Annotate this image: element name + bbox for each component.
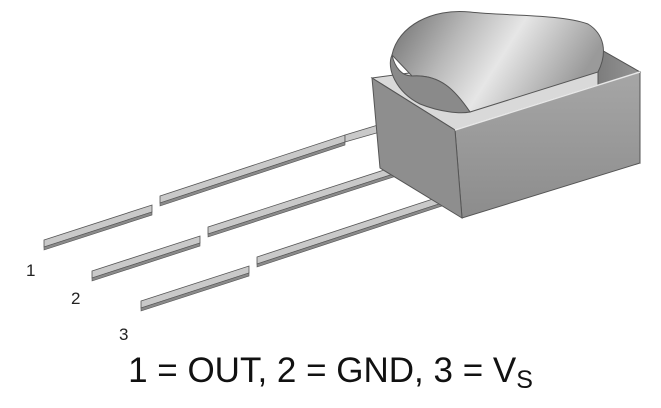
caption-pin-1: 1 = OUT [128,351,258,390]
pinout-caption: 1 = OUT, 2 = GND, 3 = VS [0,351,661,394]
lead-pin-1 [43,124,381,251]
lens-dome [389,10,604,114]
caption-pin-2: 2 = GND [276,351,415,390]
pin-number-2: 2 [71,289,80,308]
caption-separator: , [414,351,434,390]
pin-number-1: 1 [26,261,35,280]
lead-pin-2 [91,149,451,282]
caption-pin-3: 3 = V [433,351,517,390]
pin-number-3: 3 [119,325,128,344]
caption-pin-3-subscript: S [516,366,533,394]
caption-separator: , [257,351,277,390]
